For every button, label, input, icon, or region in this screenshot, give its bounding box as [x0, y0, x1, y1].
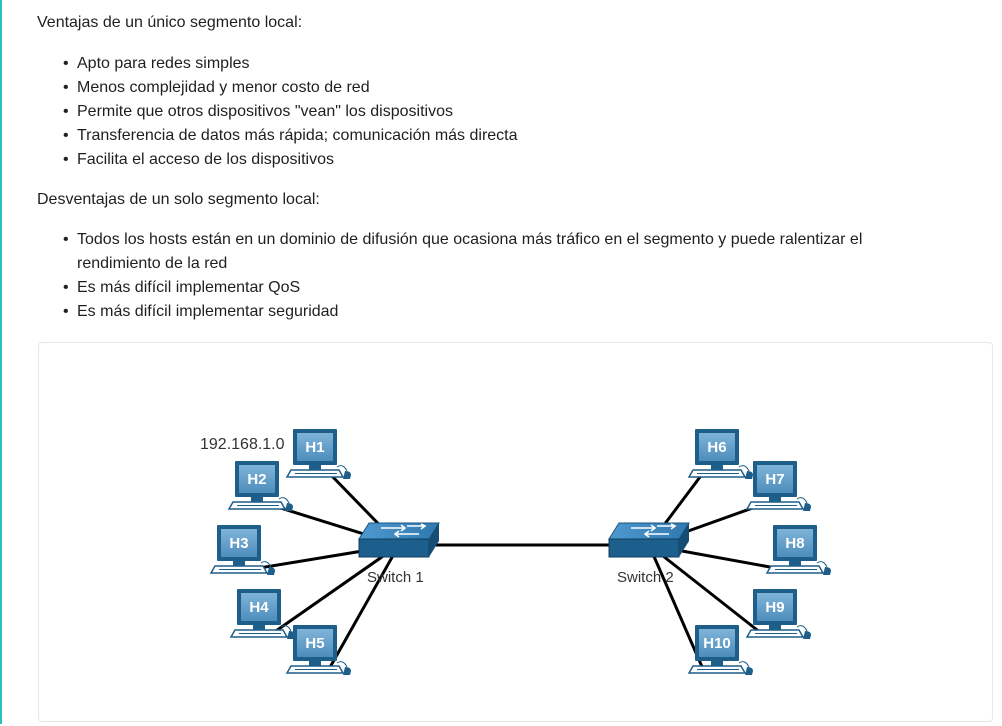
- host-label: H3: [229, 535, 248, 552]
- monitor-screen: [757, 465, 793, 493]
- host-8-computer-icon: H8: [765, 525, 831, 575]
- monitor-screen: [699, 433, 735, 461]
- host-label: H5: [305, 635, 324, 652]
- host-5-computer-icon: H5: [285, 625, 351, 675]
- host-label: H6: [707, 439, 726, 456]
- host-label: H10: [703, 635, 731, 652]
- network-address-label: 192.168.1.0: [200, 436, 285, 453]
- monitor-screen: [241, 593, 277, 621]
- switch-front: [358, 538, 430, 558]
- monitor-stand: [769, 625, 781, 630]
- mouse-icon: [803, 631, 811, 639]
- switch-label: Switch 2: [617, 569, 674, 586]
- mouse-icon: [343, 471, 351, 479]
- switch-1: Switch 1: [358, 522, 440, 586]
- host-3-computer-icon: H3: [209, 525, 275, 575]
- host-label: H4: [249, 599, 269, 616]
- host-6-computer-icon: H6: [687, 429, 753, 479]
- list-item: Es más difícil implementar seguridad: [63, 300, 937, 324]
- monitor-stand: [309, 465, 321, 470]
- mouse-icon: [343, 667, 351, 675]
- mouse-icon: [267, 567, 275, 575]
- list-item: Menos complejidad y menor costo de red: [63, 76, 977, 100]
- mouse-icon: [285, 503, 293, 511]
- monitor-stand: [309, 661, 321, 666]
- monitor-screen: [297, 433, 333, 461]
- monitor-screen: [699, 629, 735, 657]
- host-9-computer-icon: H9: [745, 589, 811, 639]
- list-item: Facilita el acceso de los dispositivos: [63, 148, 977, 172]
- mouse-cable: [260, 561, 272, 568]
- mouse-icon: [745, 667, 753, 675]
- mouse-cable: [738, 465, 750, 472]
- mouse-cable: [336, 661, 348, 668]
- mouse-cable: [280, 625, 292, 632]
- list-item: Es más difícil implementar QoS: [63, 276, 937, 300]
- mouse-cable: [796, 625, 808, 632]
- mouse-icon: [803, 503, 811, 511]
- mouse-cable: [278, 497, 290, 504]
- host-label: H2: [247, 471, 266, 488]
- host-label: H9: [765, 599, 784, 616]
- monitor-stand: [789, 561, 801, 566]
- list-item: Todos los hosts están en un dominio de d…: [63, 228, 937, 276]
- mouse-icon: [745, 471, 753, 479]
- monitor-stand: [711, 465, 723, 470]
- host-link: [272, 543, 400, 635]
- switch-front: [608, 538, 680, 558]
- host-label: H1: [305, 439, 324, 456]
- host-label: H7: [765, 471, 784, 488]
- switch-arrows-icon: [631, 523, 677, 538]
- host-4-computer-icon: H4: [229, 589, 295, 639]
- switches-layer: Switch 1 Switch 2: [358, 522, 690, 586]
- monitor-stand: [253, 625, 265, 630]
- monitor-stand: [233, 561, 245, 566]
- advantages-heading: Ventajas de un único segmento local:: [37, 14, 303, 31]
- host-7-computer-icon: H7: [745, 461, 811, 511]
- list-item: Apto para redes simples: [63, 52, 977, 76]
- monitor-stand: [711, 661, 723, 666]
- mouse-cable: [816, 561, 828, 568]
- switch-label: Switch 1: [367, 569, 424, 586]
- monitor-screen: [221, 529, 257, 557]
- monitor-screen: [239, 465, 275, 493]
- list-item: Transferencia de datos más rápida; comun…: [63, 124, 977, 148]
- list-item: Permite que otros dispositivos "vean" lo…: [63, 100, 977, 124]
- host-10-computer-icon: H10: [687, 625, 753, 675]
- mouse-cable: [796, 497, 808, 504]
- host-2-computer-icon: H2: [227, 461, 293, 511]
- disadvantages-heading: Desventajas de un solo segmento local:: [37, 191, 320, 208]
- host-label: H8: [785, 535, 804, 552]
- switch-2: Switch 2: [608, 522, 690, 586]
- monitor-stand: [251, 497, 263, 502]
- switch-side: [679, 523, 689, 557]
- disadvantages-list: Todos los hosts están en un dominio de d…: [37, 228, 937, 324]
- switch-side: [429, 523, 439, 557]
- host-1-computer-icon: H1: [285, 429, 351, 479]
- monitor-screen: [757, 593, 793, 621]
- left-accent-rule: [0, 0, 2, 724]
- host-link: [647, 544, 705, 670]
- host-link: [327, 544, 401, 670]
- monitor-stand: [769, 497, 781, 502]
- mouse-cable: [336, 465, 348, 472]
- monitor-screen: [777, 529, 813, 557]
- mouse-icon: [823, 567, 831, 575]
- host-link: [648, 543, 762, 635]
- advantages-list: Apto para redes simples Menos complejida…: [37, 52, 977, 172]
- monitor-screen: [297, 629, 333, 657]
- mouse-cable: [738, 661, 750, 668]
- switch-arrows-icon: [381, 523, 427, 538]
